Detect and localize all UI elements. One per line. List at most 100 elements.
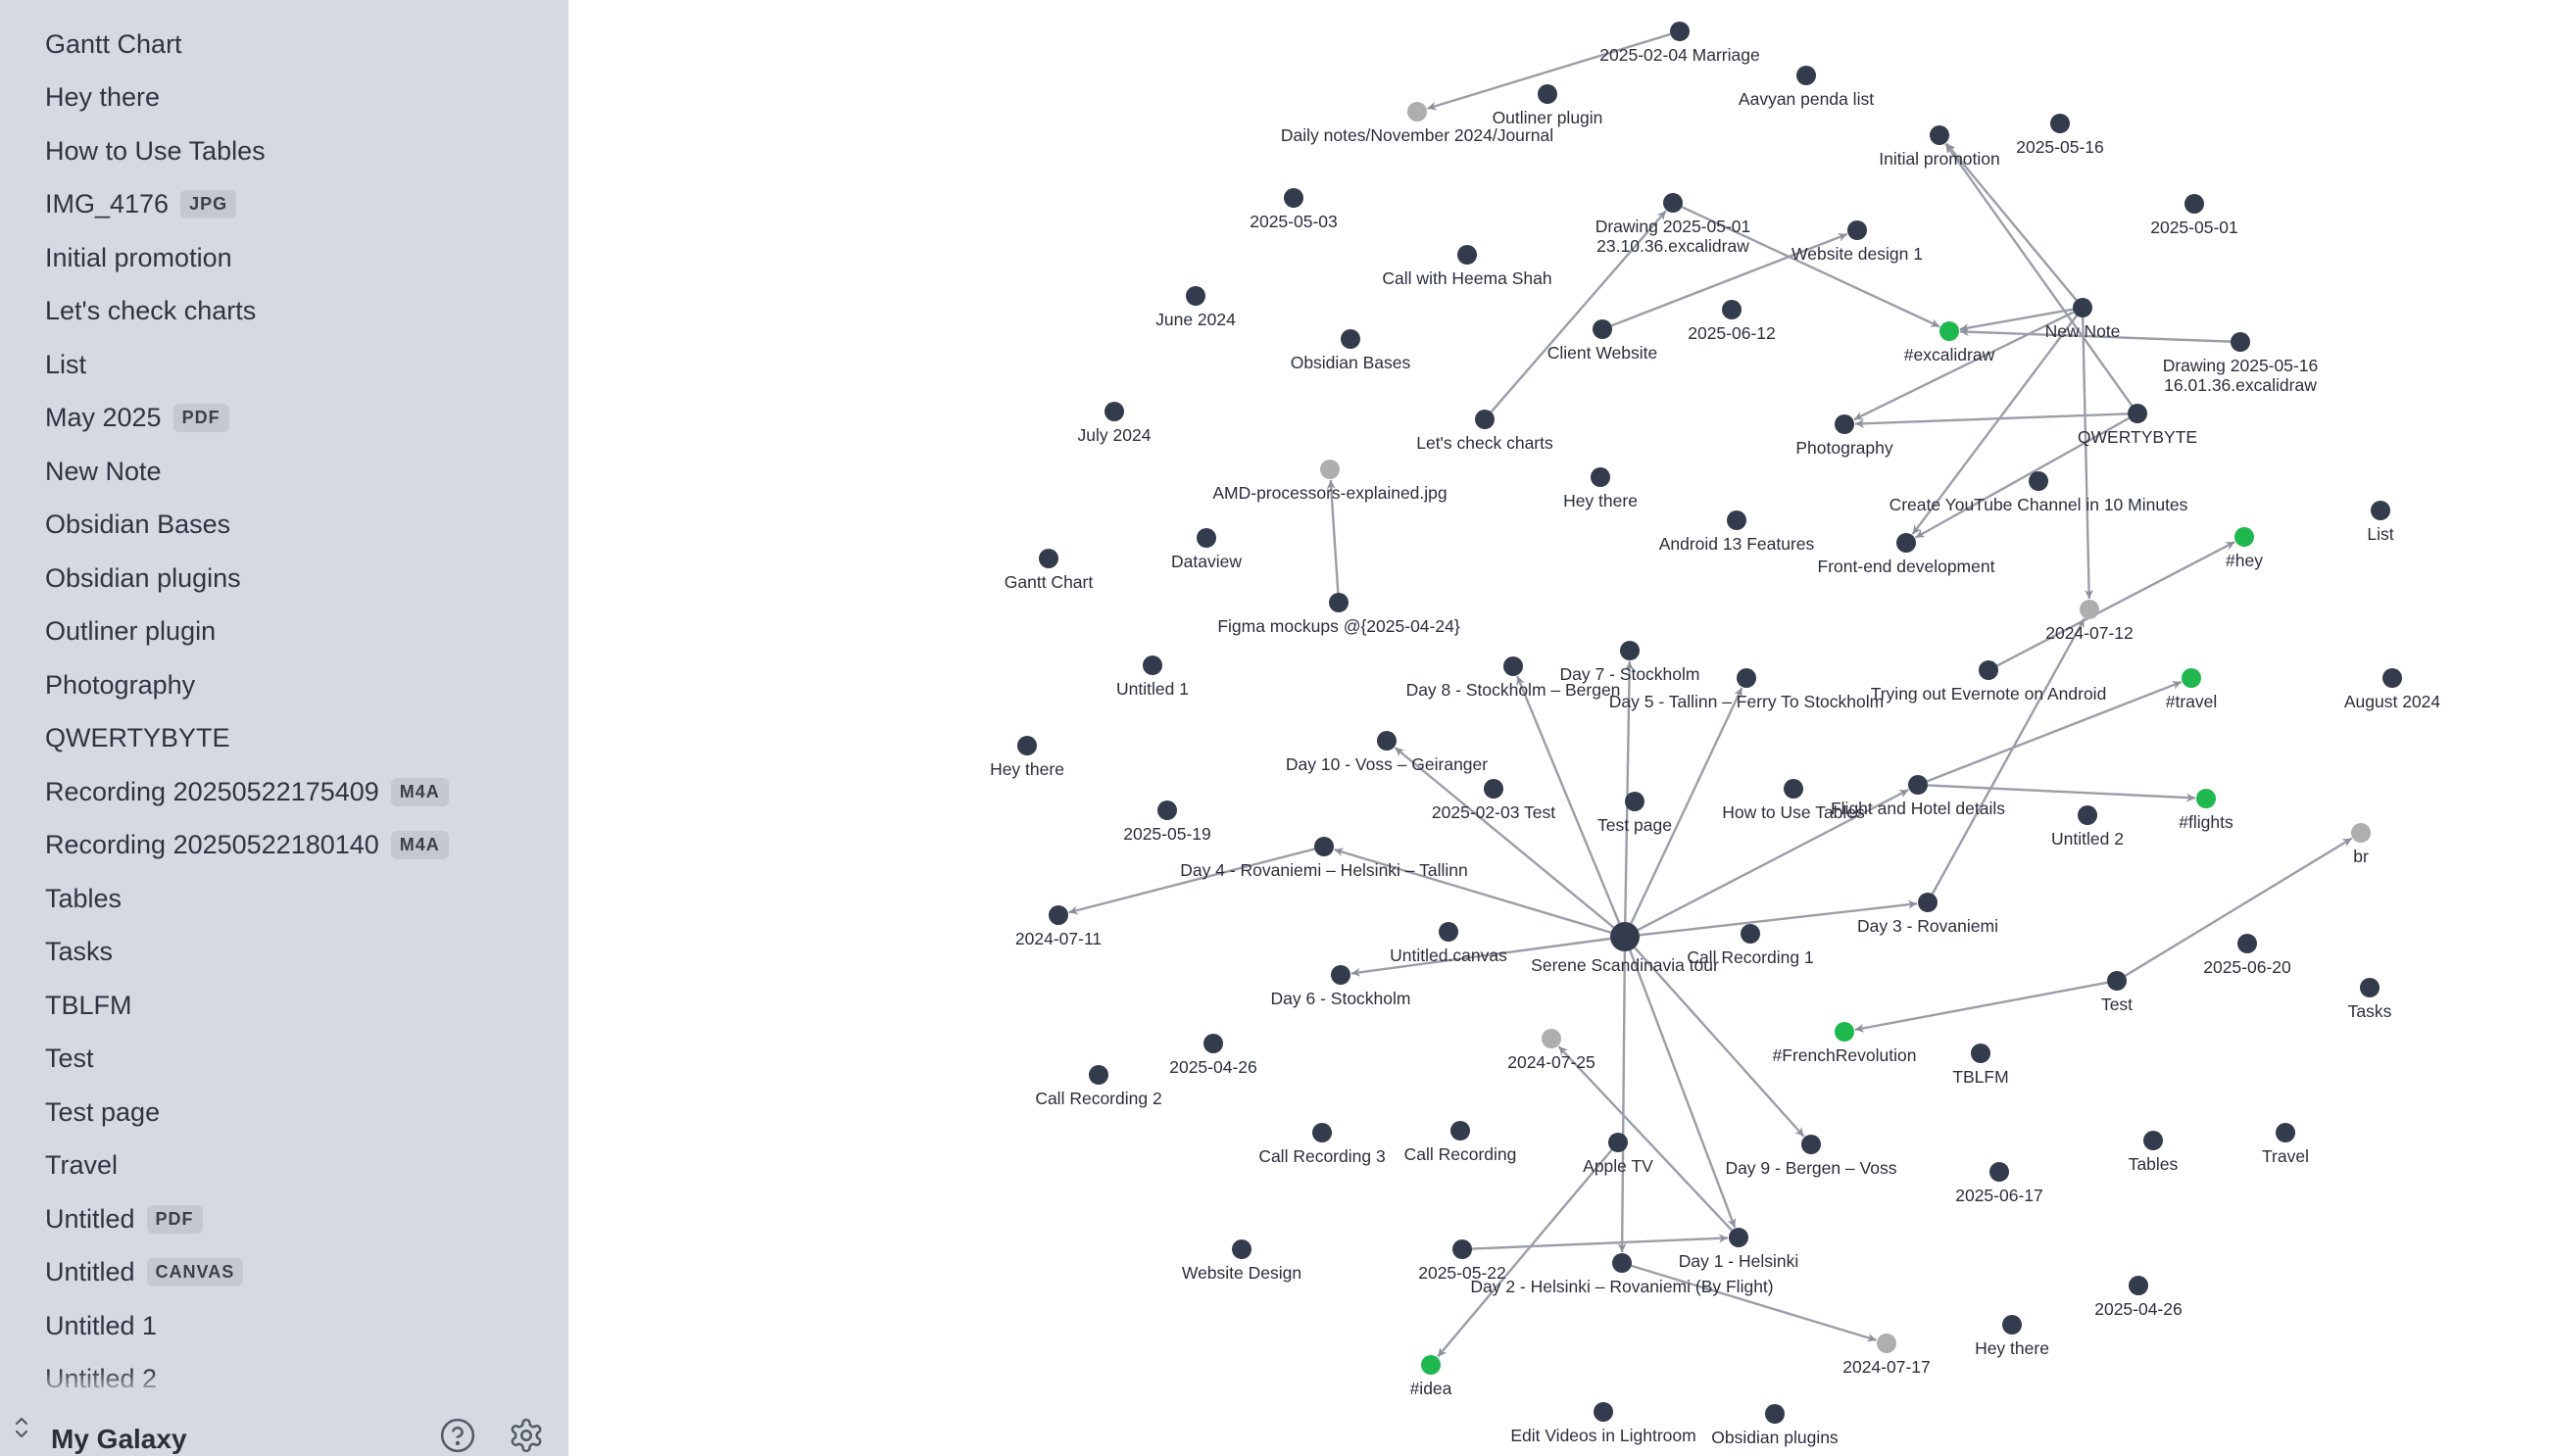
node-dot[interactable] bbox=[1232, 1239, 1251, 1259]
graph-node-heythere1[interactable]: Hey there bbox=[1563, 467, 1638, 510]
node-dot[interactable] bbox=[1407, 102, 1427, 121]
file-item[interactable]: Hey there bbox=[0, 72, 568, 125]
file-item[interactable]: Gantt Chart bbox=[0, 18, 568, 72]
node-dot[interactable] bbox=[1722, 300, 1742, 319]
node-dot[interactable] bbox=[1439, 922, 1458, 942]
graph-node-qwertybyte[interactable]: QWERTYBYTE bbox=[2078, 404, 2197, 447]
node-dot[interactable] bbox=[2382, 668, 2402, 688]
graph-node-android13[interactable]: Android 13 Features bbox=[1659, 510, 1815, 554]
graph-node-obsplugins[interactable]: Obsidian plugins bbox=[1711, 1404, 1839, 1447]
graph-node-youtube[interactable]: Create YouTube Channel in 10 Minutes bbox=[1889, 471, 2188, 514]
file-item[interactable]: Let's check charts bbox=[0, 285, 568, 339]
node-dot[interactable] bbox=[2078, 805, 2097, 825]
node-dot[interactable] bbox=[1089, 1065, 1108, 1085]
node-dot[interactable] bbox=[1737, 668, 1756, 688]
graph-node-day2[interactable]: Day 2 - Helsinki – Rovaniemi (By Flight) bbox=[1470, 1253, 1774, 1296]
graph-node-serene[interactable]: Serene Scandinavia tour bbox=[1531, 922, 1719, 975]
node-dot[interactable] bbox=[1457, 245, 1477, 265]
graph-node-d20250503[interactable]: 2025-05-03 bbox=[1250, 188, 1338, 231]
node-dot[interactable] bbox=[2080, 600, 2099, 619]
graph-node-d20250519[interactable]: 2025-05-19 bbox=[1123, 801, 1211, 844]
node-dot[interactable] bbox=[1320, 460, 1340, 479]
node-dot[interactable] bbox=[2196, 789, 2216, 808]
node-dot[interactable] bbox=[1484, 779, 1503, 799]
graph-node-heema[interactable]: Call with Heema Shah bbox=[1382, 245, 1552, 288]
graph-node-travel_tag[interactable]: #travel bbox=[2166, 668, 2218, 711]
graph-node-callrec1[interactable]: Call Recording 1 bbox=[1687, 924, 1814, 967]
node-dot[interactable] bbox=[2231, 332, 2250, 352]
graph-node-d20250612[interactable]: 2025-06-12 bbox=[1688, 300, 1776, 343]
graph-node-day6[interactable]: Day 6 - Stockholm bbox=[1271, 965, 1411, 1008]
node-dot[interactable] bbox=[1450, 1121, 1470, 1141]
node-dot[interactable] bbox=[1835, 1022, 1854, 1042]
graph-node-june2024[interactable]: June 2024 bbox=[1155, 286, 1236, 329]
graph-node-tblfm[interactable]: TBLFM bbox=[1952, 1043, 2009, 1087]
graph-node-tasks[interactable]: Tasks bbox=[2348, 978, 2392, 1021]
graph-node-untitled1[interactable]: Untitled 1 bbox=[1116, 655, 1189, 699]
file-item[interactable]: How to Use Tables bbox=[0, 124, 568, 178]
graph-node-letscheck[interactable]: Let's check charts bbox=[1416, 410, 1553, 453]
node-dot[interactable] bbox=[2184, 194, 2204, 214]
graph-node-amd[interactable]: AMD-processors-explained.jpg bbox=[1212, 460, 1448, 503]
node-dot[interactable] bbox=[1503, 656, 1523, 676]
graph-node-gantt[interactable]: Gantt Chart bbox=[1005, 549, 1094, 592]
node-dot[interactable] bbox=[2050, 114, 2070, 133]
node-dot[interactable] bbox=[1971, 1043, 1990, 1063]
graph-node-july2024[interactable]: July 2024 bbox=[1078, 402, 1152, 445]
file-item[interactable]: Tables bbox=[0, 872, 568, 926]
file-item[interactable]: Tasks bbox=[0, 926, 568, 980]
node-dot[interactable] bbox=[2371, 501, 2390, 520]
graph-node-frenchrev[interactable]: #FrenchRevolution bbox=[1773, 1022, 1917, 1065]
node-dot[interactable] bbox=[1104, 402, 1124, 421]
graph-node-d20250522[interactable]: 2025-05-22 bbox=[1418, 1239, 1506, 1283]
graph-node-newnote[interactable]: New Note bbox=[2045, 298, 2121, 341]
node-dot[interactable] bbox=[1729, 1228, 1748, 1247]
file-item[interactable]: Test bbox=[0, 1033, 568, 1087]
graph-node-day5[interactable]: Day 5 - Tallinn – Ferry To Stockholm bbox=[1609, 668, 1884, 711]
file-item[interactable]: TBLFM bbox=[0, 979, 568, 1033]
file-item[interactable]: Travel bbox=[0, 1140, 568, 1193]
graph-node-list[interactable]: List bbox=[2367, 501, 2394, 544]
file-item[interactable]: Obsidian Bases bbox=[0, 499, 568, 553]
node-dot[interactable] bbox=[1017, 736, 1037, 755]
node-dot[interactable] bbox=[2234, 527, 2254, 547]
node-dot[interactable] bbox=[1143, 655, 1162, 675]
graph-node-initialpromo[interactable]: Initial promotion bbox=[1879, 125, 2000, 169]
graph-node-dataview[interactable]: Dataview bbox=[1171, 528, 1242, 571]
node-dot[interactable] bbox=[1591, 467, 1610, 487]
node-dot[interactable] bbox=[2276, 1123, 2295, 1142]
graph-node-frontend[interactable]: Front-end development bbox=[1818, 533, 1995, 576]
graph-node-day3[interactable]: Day 3 - Rovaniemi bbox=[1857, 893, 1998, 936]
graph-node-dailynotes[interactable]: Daily notes/November 2024/Journal bbox=[1281, 102, 1553, 145]
graph-node-aavyan[interactable]: Aavyan penda list bbox=[1739, 66, 1874, 109]
node-dot[interactable] bbox=[1421, 1355, 1441, 1375]
graph-node-howtables[interactable]: How to Use Tables bbox=[1722, 779, 1865, 822]
node-dot[interactable] bbox=[1594, 1402, 1613, 1422]
node-dot[interactable] bbox=[1765, 1404, 1785, 1424]
graph-node-hey[interactable]: #hey bbox=[2226, 527, 2263, 570]
graph-node-day9[interactable]: Day 9 - Bergen – Voss bbox=[1725, 1135, 1897, 1178]
file-item[interactable]: Obsidian plugins bbox=[0, 552, 568, 606]
node-dot[interactable] bbox=[2002, 1315, 2022, 1335]
graph-node-photography[interactable]: Photography bbox=[1795, 414, 1893, 458]
file-item[interactable]: Untitled 2 bbox=[0, 1353, 568, 1407]
graph-node-webdesign1[interactable]: Website design 1 bbox=[1791, 220, 1923, 264]
graph-node-heythere3[interactable]: Hey there bbox=[1975, 1315, 2049, 1358]
node-dot[interactable] bbox=[1331, 965, 1350, 985]
node-dot[interactable] bbox=[1663, 193, 1683, 213]
graph-node-clientweb[interactable]: Client Website bbox=[1547, 319, 1658, 363]
graph-node-webdesign[interactable]: Website Design bbox=[1182, 1239, 1301, 1283]
graph-node-figma[interactable]: Figma mockups @{2025-04-24} bbox=[1217, 593, 1460, 636]
graph-node-d20240717[interactable]: 2024-07-17 bbox=[1842, 1334, 1931, 1377]
graph-node-marriage[interactable]: 2025-02-04 Marriage bbox=[1599, 22, 1760, 65]
node-dot[interactable] bbox=[1612, 1253, 1632, 1273]
gear-icon[interactable] bbox=[508, 1417, 545, 1454]
graph-node-excalidraw[interactable]: #excalidraw bbox=[1904, 321, 1995, 364]
file-item[interactable]: List bbox=[0, 338, 568, 392]
graph-node-d20250516[interactable]: 2025-05-16 bbox=[2016, 114, 2104, 157]
file-item[interactable]: New Note bbox=[0, 445, 568, 499]
